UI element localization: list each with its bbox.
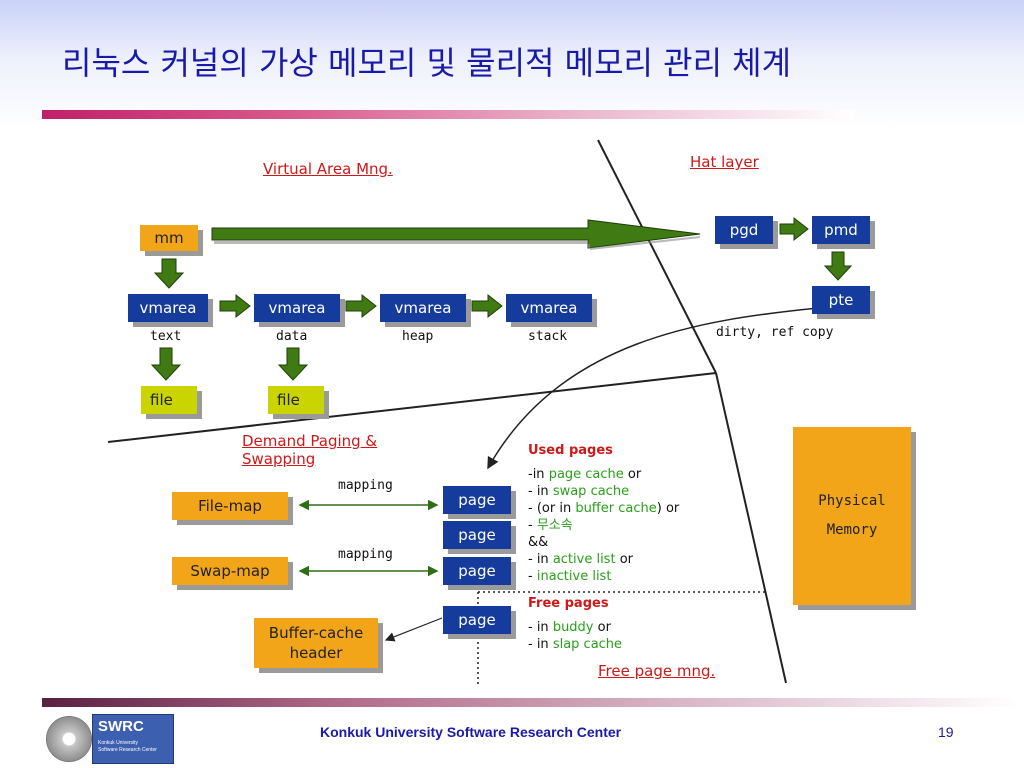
page-box-2: page (443, 521, 511, 549)
used-pages-heading: Used pages (528, 443, 613, 458)
vmarea-label-stack: stack (528, 329, 568, 344)
arrow-data-file (277, 347, 309, 381)
logo-disk-icon (46, 716, 92, 762)
arrow-vm3-vm4 (471, 293, 503, 319)
pmd-box: pmd (812, 216, 870, 244)
arrow-text-file (150, 347, 182, 381)
pte-box: pte (812, 286, 870, 314)
used-pages-line5: && (528, 535, 549, 550)
footer-organization: Konkuk University Software Research Cent… (320, 724, 622, 740)
demand-paging-line1: Demand Paging & (242, 432, 378, 450)
pte-note: dirty, ref copy (716, 325, 834, 340)
hat-layer-heading: Hat layer (690, 153, 759, 171)
big-green-arrow (211, 219, 701, 250)
arrow-vm2-vm3 (345, 293, 377, 319)
arrow-vm1-vm2 (219, 293, 251, 319)
buffer-cache-header-box: Buffer-cache header (254, 618, 378, 668)
demand-paging-line2: Swapping (242, 450, 316, 468)
vmarea-heap-box: vmarea (380, 294, 466, 322)
buffer-cache-line2: header (289, 644, 343, 662)
buffer-cache-line1: Buffer-cache (268, 624, 364, 642)
arrow-mm-down (153, 258, 185, 289)
free-page-mng-heading: Free page mng. (598, 662, 716, 680)
file-map-box: File-map (172, 492, 288, 520)
page-to-buffer-arrow (384, 617, 443, 642)
vmarea-data-box: vmarea (254, 294, 340, 322)
file-box-text: file (141, 386, 197, 414)
boundary-line-lower (715, 372, 787, 684)
footer-divider (42, 698, 1020, 707)
used-pages-line6: - in active list or (528, 552, 633, 567)
vmarea-label-data: data (276, 329, 308, 344)
free-pages-line1: - in buddy or (528, 620, 611, 635)
boundary-line-upper (597, 139, 717, 374)
free-pages-heading: Free pages (528, 596, 609, 611)
physical-memory-box: Physical Memory (793, 427, 911, 605)
boundary-line-horizontal (107, 372, 717, 443)
free-pages-list: - in buddy or - in slap cache (528, 619, 622, 653)
arrow-pmd-pte (823, 251, 853, 281)
virtual-area-heading: Virtual Area Mng. (263, 160, 393, 178)
physical-memory-line2: Memory (826, 522, 878, 538)
mapping-label-swap: mapping (338, 547, 393, 562)
free-pages-line2: - in slap cache (528, 637, 623, 652)
page-number: 19 (938, 724, 954, 740)
title-divider (42, 110, 854, 119)
page-box-1: page (443, 486, 511, 514)
file-box-data: file (268, 386, 324, 414)
vmarea-text-box: vmarea (128, 294, 208, 322)
logo-plate (92, 714, 174, 764)
swap-map-box: Swap-map (172, 557, 288, 585)
used-pages-line4: - 무소속 (528, 518, 573, 533)
page-box-3: page (443, 557, 511, 585)
physical-memory-line1: Physical (818, 493, 886, 509)
used-pages-line1: -in page cache or (528, 467, 642, 482)
vmarea-stack-box: vmarea (506, 294, 592, 322)
used-pages-line7: - inactive list (528, 569, 612, 584)
mapping-label-file: mapping (338, 478, 393, 493)
vmarea-label-heap: heap (402, 329, 434, 344)
page-box-4: page (443, 606, 511, 634)
arrow-pgd-pmd (779, 216, 809, 242)
used-pages-line3: - (or in buffer cache) or (528, 501, 680, 516)
used-pages-line2: - in swap cache (528, 484, 630, 499)
used-pages-list: -in page cache or - in swap cache - (or … (528, 466, 679, 585)
vmarea-label-text: text (150, 329, 182, 344)
logo-wordmark: SWRC (98, 718, 144, 735)
pgd-box: pgd (715, 216, 773, 244)
mm-box: mm (140, 225, 198, 251)
demand-paging-heading: Demand Paging & Swapping (242, 432, 377, 468)
slide-title: 리눅스 커널의 가상 메모리 및 물리적 메모리 관리 체계 (62, 44, 792, 82)
